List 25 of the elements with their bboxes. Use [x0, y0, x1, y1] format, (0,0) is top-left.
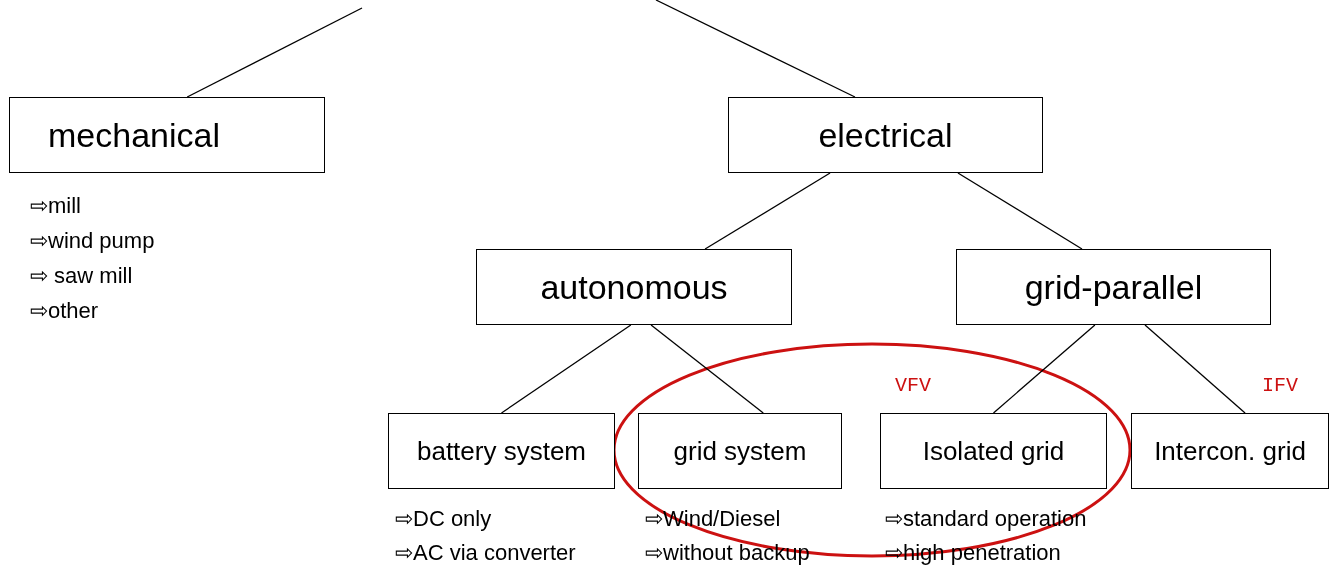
list-item: ⇨AC via converter: [395, 542, 576, 564]
mode-label: VFV: [895, 376, 931, 396]
list-item: ⇨DC only: [395, 508, 492, 530]
connector-line: [992, 324, 1096, 414]
category-box: grid-parallel: [956, 249, 1271, 325]
category-box: electrical: [728, 97, 1043, 173]
connector-line: [650, 324, 764, 414]
mode-label: IFV: [1262, 376, 1298, 396]
category-box: mechanical: [9, 97, 325, 173]
list-item: ⇨mill: [30, 195, 81, 217]
connector-line: [704, 172, 831, 250]
connector-line: [500, 324, 632, 414]
category-box: grid system: [638, 413, 842, 489]
connector-line: [957, 172, 1083, 250]
category-box: autonomous: [476, 249, 792, 325]
connector-line: [655, 0, 856, 98]
connector-line: [186, 7, 363, 98]
category-box: Intercon. grid: [1131, 413, 1329, 489]
category-box: Isolated grid: [880, 413, 1107, 489]
list-item: ⇨other: [30, 300, 99, 322]
list-item: ⇨wind pump: [30, 230, 155, 252]
list-item: ⇨without backup: [645, 542, 810, 564]
connector-line: [1144, 324, 1246, 414]
category-box: battery system: [388, 413, 615, 489]
list-item: ⇨ saw mill: [30, 265, 133, 287]
